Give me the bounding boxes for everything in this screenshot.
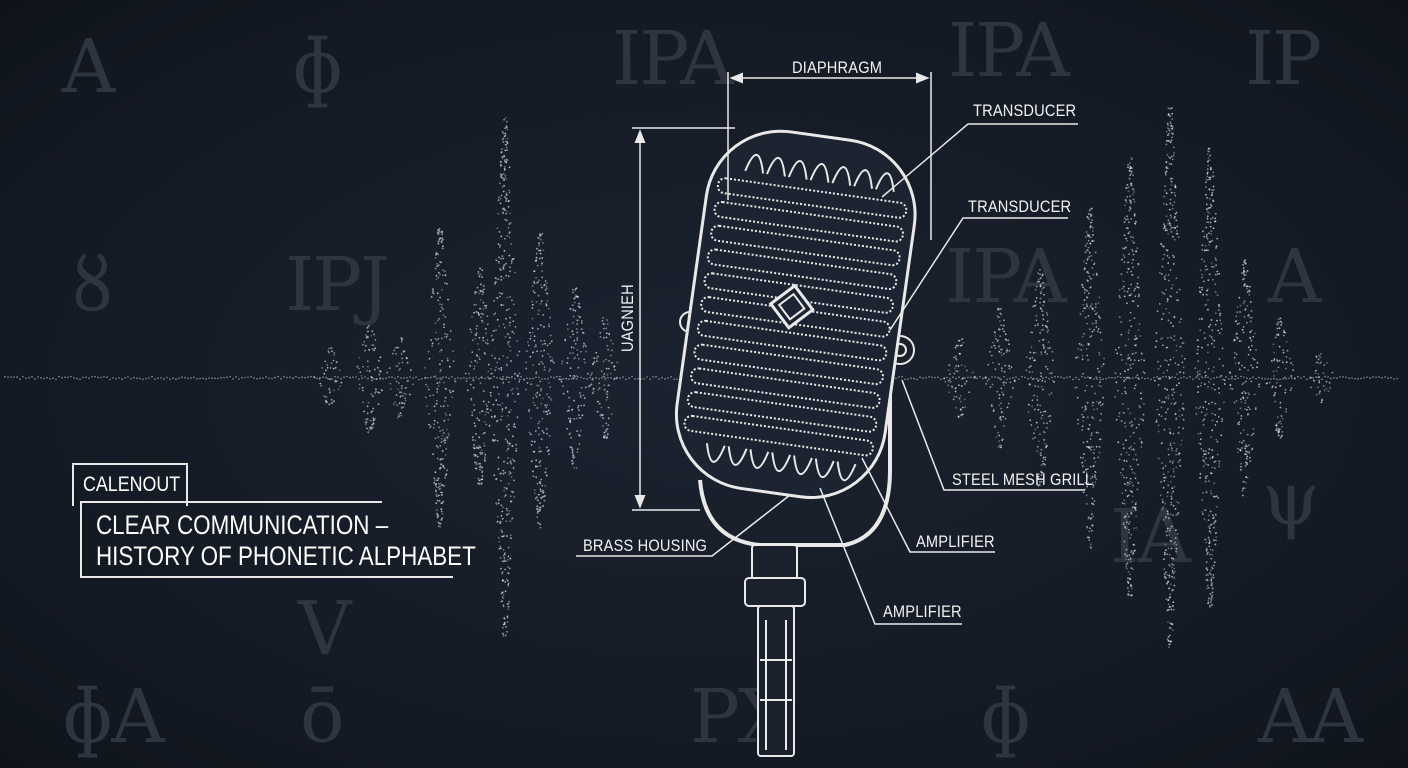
grill-slot xyxy=(875,172,895,192)
bg-glyph: IPJ xyxy=(285,242,390,328)
grill-slot xyxy=(836,461,857,482)
bg-glyph: A xyxy=(62,24,115,110)
microphone-yoke xyxy=(698,350,892,547)
bg-glyph: V xyxy=(298,586,351,672)
bg-glyph: IPA xyxy=(945,234,1067,320)
grill-slot xyxy=(771,452,792,473)
grill-rib xyxy=(683,414,874,457)
grill-slot xyxy=(814,458,835,479)
bg-glyph: ψ xyxy=(1262,456,1320,542)
bg-glyph: ȣ xyxy=(72,242,113,328)
bg-glyph: IP xyxy=(1245,16,1322,102)
grill-rib xyxy=(710,224,901,267)
grill-slot xyxy=(727,446,748,466)
grill-rib xyxy=(703,272,894,314)
grill-slot xyxy=(749,449,770,469)
bg-glyph: ɸ xyxy=(980,674,1031,760)
grill-rib xyxy=(696,319,888,362)
grill-rib xyxy=(686,391,878,433)
bg-glyph: IA xyxy=(1110,494,1191,580)
bg-glyph: IPA xyxy=(612,16,734,102)
grill-rib xyxy=(713,201,904,243)
grill-slot xyxy=(766,156,786,177)
callout-box xyxy=(80,501,382,578)
grill-rib xyxy=(690,367,881,409)
label-diaphragm: DIAPHRAGM xyxy=(792,58,883,77)
label-transducer: TRANSDUCER xyxy=(968,197,1072,216)
callout-title-line-2: HISTORY OF PHONETIC ALPHABET xyxy=(96,541,476,571)
grill-slot xyxy=(787,159,808,180)
label-amplifier: AMPLIFIER xyxy=(883,602,962,621)
bg-glyph: A xyxy=(1268,234,1321,320)
callout-tag-text: CALENOUT xyxy=(83,473,181,496)
bg-glyph: ō xyxy=(300,674,345,760)
callout-title-line-1: CLEAR COMMUNICATION – xyxy=(96,510,389,540)
label-transducer: TRANSDUCER xyxy=(973,101,1077,120)
bg-glyph: IPA xyxy=(948,8,1070,94)
grill-slot xyxy=(744,153,765,174)
label-brass-housing: BRASS HOUSING xyxy=(583,536,708,555)
center-badge xyxy=(768,283,815,330)
bg-glyph: ɸA xyxy=(62,674,165,760)
grill-rib xyxy=(693,343,884,386)
grill-slot xyxy=(705,443,726,463)
grill-slot xyxy=(793,455,813,476)
grill-slot xyxy=(831,166,852,186)
grill-slot xyxy=(853,169,873,189)
label-steel-mesh-grill: STEEL MESH GRILL xyxy=(952,470,1094,489)
grill-rib xyxy=(716,177,908,219)
callout-underline xyxy=(80,576,453,578)
waveform-dots xyxy=(4,107,1398,649)
label-height: UAGNIEH xyxy=(618,284,637,352)
bg-glyph: AA xyxy=(1258,674,1363,760)
bg-glyph: ɸ xyxy=(292,24,343,110)
callout-tag: CALENOUT xyxy=(72,463,188,506)
callout-title: CLEAR COMMUNICATION – HISTORY OF PHONETI… xyxy=(96,510,476,572)
grill-rib xyxy=(706,248,898,291)
grill-slot xyxy=(809,163,830,183)
label-amplifier: AMPLIFIER xyxy=(916,532,995,551)
